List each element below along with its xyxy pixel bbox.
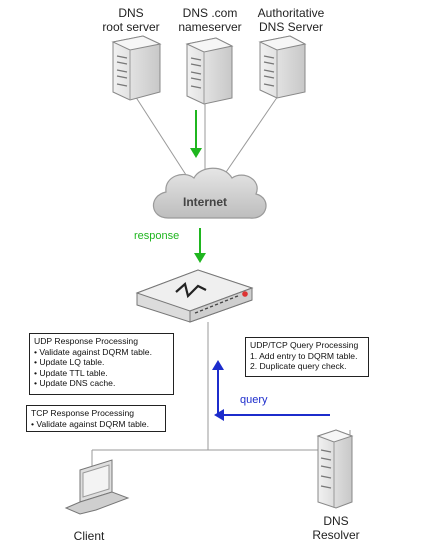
- query-arrow-left: [214, 409, 330, 421]
- dns-resolver-label-line1: DNS: [323, 514, 349, 528]
- client-label: Client: [73, 529, 105, 543]
- authoritative-server-label: Authoritative DNS Server: [248, 6, 334, 34]
- udp-response-box: UDP Response Processing • Validate again…: [29, 333, 174, 395]
- com-nameserver-icon: [185, 37, 234, 105]
- tcp-response-title: TCP Response Processing: [31, 408, 135, 418]
- dns-resolver-label-line2: Resolver: [312, 528, 360, 542]
- udp-response-item: • Update DNS cache.: [34, 378, 116, 389]
- client-laptop-icon: [64, 459, 130, 515]
- query-processing-box: UDP/TCP Query Processing 1. Add entry to…: [245, 337, 369, 377]
- udp-response-item: • Update TTL table.: [34, 367, 108, 378]
- com-nameserver-label-line2: nameserver: [178, 20, 242, 34]
- tcp-response-box: TCP Response Processing • Validate again…: [26, 405, 166, 432]
- root-server-label-line1: DNS: [118, 6, 144, 20]
- dns-resolver-label: DNS Resolver: [306, 514, 366, 542]
- com-nameserver-label: DNS .com nameserver: [170, 6, 250, 34]
- query-label: query: [240, 394, 268, 406]
- authoritative-server-icon: [258, 35, 307, 99]
- authoritative-server-label-line1: Authoritative: [257, 6, 325, 20]
- response-arrow-upper: [190, 110, 202, 158]
- udp-response-item: • Validate against DQRM table.: [34, 346, 152, 357]
- response-arrow-lower: [194, 228, 206, 263]
- appliance-device-icon: [135, 269, 254, 323]
- server-connector-lines: [129, 87, 279, 179]
- query-processing-item: 2. Duplicate query check.: [250, 361, 347, 372]
- com-nameserver-label-line1: DNS .com: [182, 6, 238, 20]
- query-processing-title: UDP/TCP Query Processing: [250, 340, 359, 350]
- query-processing-item: 1. Add entry to DQRM table.: [250, 350, 358, 361]
- dns-resolver-server-icon: [316, 429, 354, 509]
- tcp-response-item: • Validate against DQRM table.: [31, 418, 149, 429]
- query-arrow-up: [212, 360, 224, 415]
- internet-label: Internet: [182, 195, 227, 209]
- authoritative-server-label-line2: DNS Server: [258, 20, 323, 34]
- internet-cloud-icon: [152, 167, 267, 219]
- udp-response-item: • Update LQ table.: [34, 357, 105, 368]
- root-server-label-line2: root server: [102, 20, 160, 34]
- root-server-icon: [111, 35, 162, 101]
- response-label: response: [134, 230, 180, 242]
- udp-response-title: UDP Response Processing: [34, 336, 138, 346]
- root-server-label: DNS root server: [96, 6, 166, 34]
